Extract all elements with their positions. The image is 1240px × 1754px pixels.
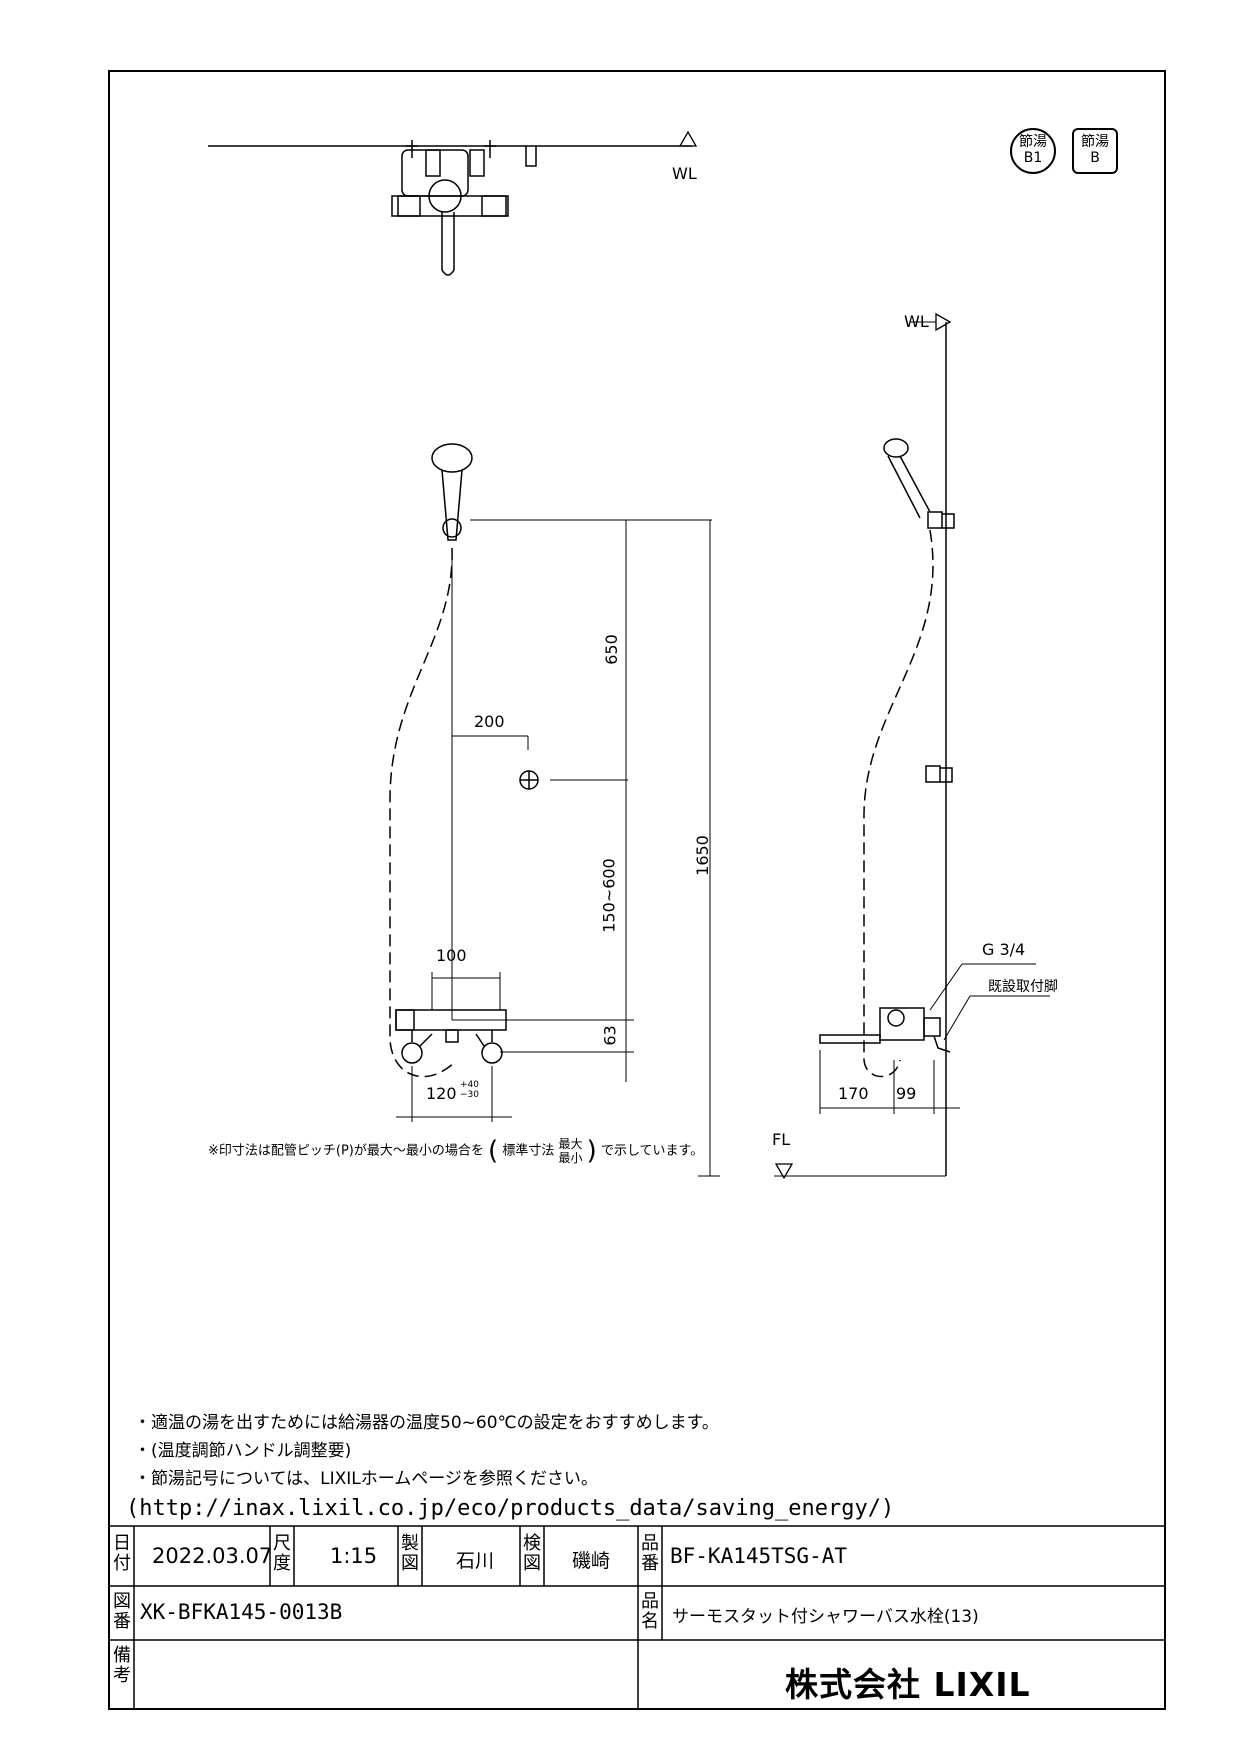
- value-drawing-no: XK-BFKA145-0013B: [140, 1600, 343, 1624]
- side-view: [774, 312, 1050, 1180]
- wl-label-side: WL: [904, 312, 929, 331]
- wl-label-top: WL: [672, 164, 697, 183]
- note-line-2: ・(温度調節ハンドル調整要): [134, 1441, 352, 1461]
- dim-100: 100: [436, 946, 467, 965]
- value-scale: 1:15: [330, 1544, 378, 1568]
- label-drawing-no: 図番: [113, 1591, 131, 1632]
- label-checked: 検図: [523, 1533, 541, 1574]
- dim-120: 120: [426, 1084, 457, 1103]
- value-part-no: BF-KA145TSG-AT: [670, 1544, 848, 1568]
- dim-150-600: 150~600: [599, 858, 619, 933]
- badge-text: B: [1090, 150, 1100, 166]
- dim-63: 63: [600, 1025, 620, 1046]
- front-view: [389, 443, 720, 1177]
- dim-200: 200: [474, 712, 505, 731]
- note-line-1: ・適温の湯を出すためには給湯器の温度50~60℃の設定をおすすめします。: [134, 1413, 719, 1433]
- existing-leg-label: 既設取付脚: [988, 979, 1058, 995]
- value-checked-by: 磯崎: [572, 1550, 611, 1572]
- dim-170: 170: [838, 1084, 869, 1103]
- label-drawn: 製図: [401, 1533, 419, 1574]
- value-product-name: サーモスタット付シャワーバス水栓(13): [672, 1607, 979, 1627]
- dim-99: 99: [896, 1084, 917, 1103]
- note-prefix: ※印寸法は配管ピッチ(P)が最大～最小の場合を: [208, 1143, 484, 1159]
- drawing-frame: [108, 70, 1166, 1710]
- dim-120-tolerance: +40 −30: [460, 1080, 479, 1100]
- top-view: [208, 130, 698, 276]
- badge-text: B1: [1023, 150, 1043, 166]
- eco-badge-b1: 節湯 B1: [1010, 128, 1056, 174]
- note-max-min: 最大 最小: [558, 1137, 582, 1165]
- note-max: 最大: [558, 1137, 583, 1151]
- note-line-3: ・節湯記号については、LIXILホームページを参照ください。: [134, 1469, 598, 1489]
- fl-label: FL: [772, 1130, 791, 1149]
- label-product-name: 品名: [641, 1591, 659, 1632]
- value-date: 2022.03.07: [152, 1544, 273, 1568]
- label-part-no: 品番: [641, 1533, 659, 1574]
- reference-url: (http://inax.lixil.co.jp/eco/products_da…: [126, 1496, 895, 1521]
- label-scale: 尺度: [273, 1533, 291, 1574]
- title-block-lines: [108, 1525, 1166, 1710]
- label-remarks: 備考: [113, 1645, 131, 1686]
- note-min: 最小: [558, 1151, 583, 1165]
- note-standard: 標準寸法: [502, 1143, 555, 1159]
- eco-badge-b: 節湯 B: [1072, 128, 1118, 174]
- dim-650: 650: [601, 634, 621, 665]
- note-paren: (: [488, 1136, 499, 1166]
- badge-text: 節湯: [1019, 134, 1047, 150]
- label-date: 日付: [113, 1533, 131, 1574]
- note-suffix: で示しています。: [600, 1143, 704, 1159]
- badge-text: 節湯: [1081, 134, 1109, 150]
- dimension-note: ※印寸法は配管ピッチ(P)が最大～最小の場合を ( 標準寸法 最大 最小 ) で…: [208, 1136, 703, 1166]
- note-paren: ): [586, 1136, 597, 1166]
- company-logo: 株式会社 LIXIL: [785, 1665, 1031, 1704]
- value-drawn-by: 石川: [456, 1550, 495, 1572]
- dim-1650: 1650: [692, 835, 712, 876]
- g34-label: G 3/4: [982, 940, 1026, 959]
